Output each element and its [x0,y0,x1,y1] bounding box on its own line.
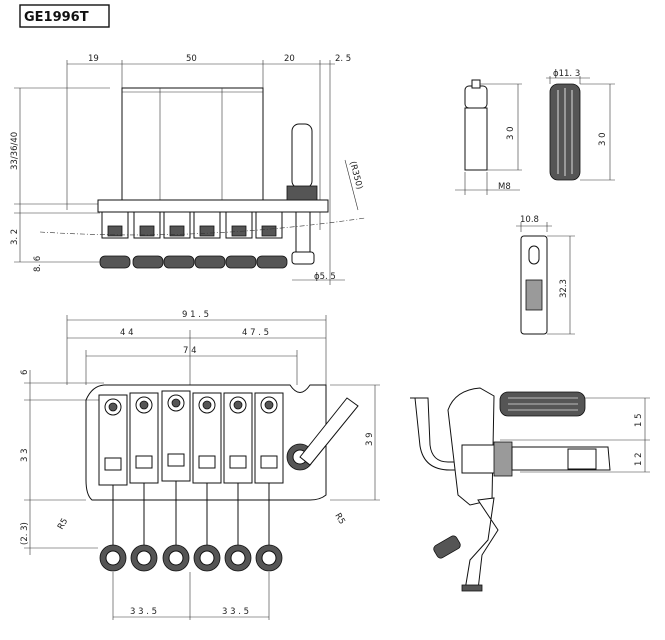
front-view: 9 1 . 5 4 4 4 7 . 5 7 4 6 3 3 (2. 3) R5 … [20,310,380,620]
dim-44: 4 4 [120,328,134,338]
dim-6: 6 [20,370,30,375]
dim-47-5: 4 7 . 5 [242,328,269,338]
dim-19: 19 [88,54,99,64]
dim-thread: M8 [498,182,511,192]
dim-plate-height: 32.3 [559,279,569,298]
dim-50: 50 [186,54,197,64]
dim-r5-right: R5 [332,512,346,527]
dim-20: 20 [284,54,295,64]
dim-39: 3 9 [365,432,375,446]
string-screws [112,481,270,545]
top-view: 19 50 20 2. 5 33/36/40 3. 2 8. 6 [10,54,366,285]
dim-33-5-left: 3 3 . 5 [130,607,157,617]
dim-2-5: 2. 5 [335,54,351,64]
side-view: 1 5 1 2 [410,387,650,592]
dim-2-3: (2. 3) [20,522,30,545]
dim-8-6: 8. 6 [33,256,43,272]
dim-15: 1 5 [634,413,644,427]
saddles-side [101,211,283,239]
dim-knob-dia: ϕ11. 3 [553,69,580,79]
dim-74: 7 4 [183,346,197,356]
dim-91-5: 9 1 . 5 [182,310,209,320]
dim-radius: (R350) [347,160,364,190]
dim-dia-5-5: ϕ5. 5 [314,272,336,282]
dim-33: 3 3 [20,448,30,462]
dim-height: 33/36/40 [10,132,20,170]
fine-tuners-front [99,544,283,572]
saddles-front [98,390,284,486]
dim-r5-left: R5 [56,517,70,532]
arm-tip-detail: 3 0 M8 ϕ11. 3 3 0 [455,69,615,195]
dim-plate-width: 10.8 [520,215,539,225]
lock-plate-detail: 10.8 32.3 [516,215,575,335]
fine-tuners-side [99,255,288,269]
dim-arm-len-a: 3 0 [506,126,516,140]
dim-33-5-right: 3 3 . 5 [222,607,249,617]
model-title: GE1996T [24,10,89,25]
dim-12: 1 2 [634,452,644,466]
dim-3-2: 3. 2 [10,229,20,245]
title-label: GE1996T [19,4,110,28]
dim-arm-len-b: 3 0 [598,132,608,146]
